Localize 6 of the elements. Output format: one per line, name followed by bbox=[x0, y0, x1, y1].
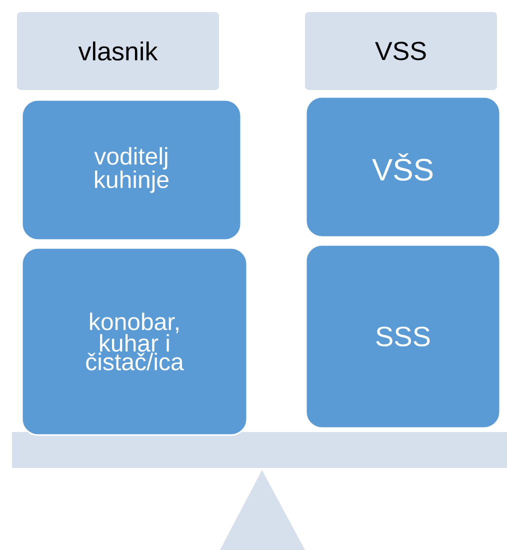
text-block: voditelj kuhinje bbox=[21, 99, 242, 241]
text-block: VŠS bbox=[305, 96, 501, 238]
label-box: VSS bbox=[305, 12, 497, 90]
text-block: konobar, kuhar i čistač/ica bbox=[21, 247, 248, 436]
label-box: vlasnik bbox=[17, 12, 219, 90]
text-block: SSS bbox=[305, 244, 501, 429]
